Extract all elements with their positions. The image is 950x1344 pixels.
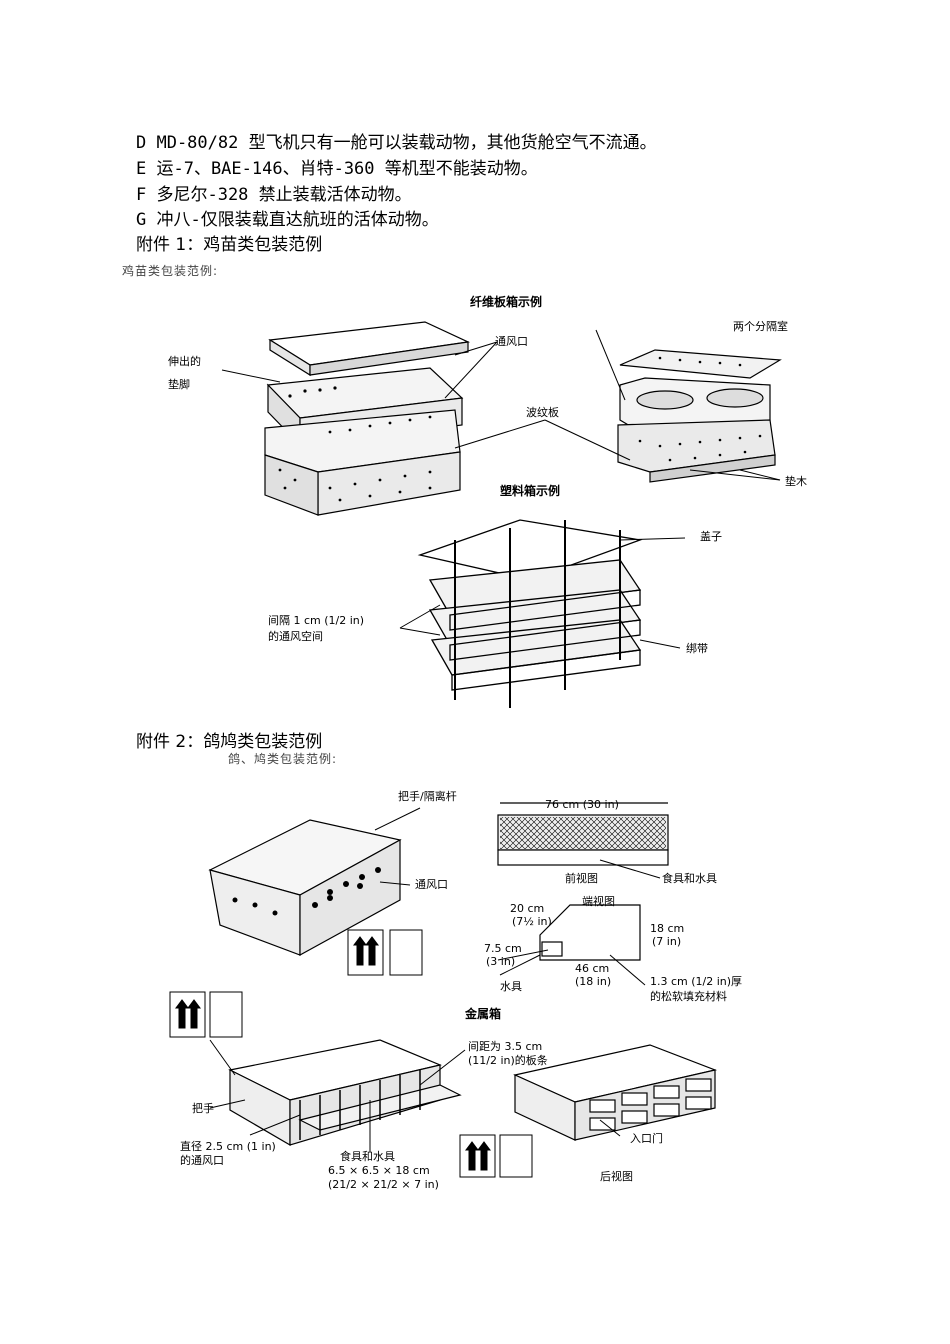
label-corrugated: 波纹板 — [526, 405, 559, 419]
fiberboard-box-right — [617, 349, 782, 483]
label-legs-1: 伸出的 — [168, 354, 201, 368]
dim-46-2: (18 in) — [575, 975, 611, 988]
label-pad: 垫木 — [785, 474, 807, 488]
label-handle-bar: 把手/隔离杆 — [398, 789, 457, 803]
title-fiberboard: 纤维板箱示例 — [470, 294, 542, 309]
label-rear-view: 后视图 — [600, 1169, 633, 1183]
title-plastic: 塑料箱示例 — [500, 483, 560, 498]
dim-width: 76 cm (30 in) — [545, 798, 619, 811]
label-two-compartments: 两个分隔室 — [733, 319, 788, 333]
figure-1-caption: 鸡苗类包装范例: — [122, 264, 219, 278]
label-handle: 把手 — [192, 1101, 214, 1115]
plastic-crate — [417, 519, 643, 708]
label-fw-3: (21/2 × 21/2 × 7 in) — [328, 1178, 439, 1191]
label-front-view: 前视图 — [565, 871, 598, 885]
label-legs-2: 垫脚 — [168, 377, 190, 391]
attachment-1-heading: 附件 1：鸡苗类包装范例 — [136, 235, 323, 255]
rule-g: G 冲八-仅限装载直达航班的活体动物。 — [136, 210, 439, 230]
dim-18-2: (7 in) — [652, 935, 681, 948]
label-hole-2: 的通风口 — [180, 1153, 224, 1167]
label-gap-2: 的通风空间 — [268, 629, 323, 643]
label-strap: 绑带 — [686, 642, 708, 655]
dim-18-1: 18 cm — [650, 922, 684, 935]
label-gap-1: 间隔 1 cm (1/2 in) — [268, 614, 364, 627]
metal-box-right — [513, 1044, 718, 1141]
label-water: 水具 — [500, 980, 522, 993]
dim-20-2: (7½ in) — [512, 915, 552, 928]
label-set-1 — [347, 929, 423, 976]
label-vent-2: 通风口 — [415, 878, 448, 891]
label-entry-door: 入口门 — [630, 1131, 663, 1145]
label-end-view: 端视图 — [582, 894, 615, 908]
label-fw-1: 食具和水具 — [340, 1149, 395, 1163]
label-slat-2: (11/2 in)的板条 — [468, 1053, 548, 1067]
attachment-2-heading: 附件 2：鸽鸠类包装范例 — [136, 732, 323, 752]
title-metal-box: 金属箱 — [464, 1006, 501, 1021]
label-pad-2: 的松软填充材料 — [650, 989, 727, 1003]
label-vent: 通风口 — [495, 335, 528, 348]
label-fw-2: 6.5 × 6.5 × 18 cm — [328, 1164, 430, 1177]
label-slat-1: 间距为 3.5 cm — [468, 1040, 542, 1053]
figure-1-leaders — [221, 329, 781, 649]
rule-d: D MD-80/82 型飞机只有一舱可以装载动物，其他货舱空气不流通。 — [136, 133, 657, 153]
end-view — [539, 904, 641, 961]
dim-46-1: 46 cm — [575, 962, 609, 975]
figure-2-caption: 鸽、鸠类包装范例: — [228, 752, 338, 766]
label-cover: 盖子 — [700, 529, 722, 543]
figure-2-leaders — [209, 807, 661, 1152]
label-set-3 — [459, 1134, 533, 1178]
label-set-2 — [169, 991, 243, 1038]
slats — [299, 1070, 421, 1140]
rule-e: E 运-7、BAE-146、肖特-360 等机型不能装动物。 — [136, 159, 538, 179]
wooden-box — [208, 819, 402, 957]
label-food-water-1: 食具和水具 — [662, 871, 717, 885]
label-pad-1: 1.3 cm (1/2 in)厚 — [650, 975, 742, 988]
dim-75-1: 7.5 cm — [484, 942, 522, 955]
rule-f: F 多尼尔-328 禁止装载活体动物。 — [136, 185, 412, 205]
dim-75-2: (3 in) — [486, 955, 515, 968]
dim-20-1: 20 cm — [510, 902, 544, 915]
label-hole-1: 直径 2.5 cm (1 in) — [180, 1139, 276, 1153]
fiberboard-box-left — [264, 321, 471, 516]
